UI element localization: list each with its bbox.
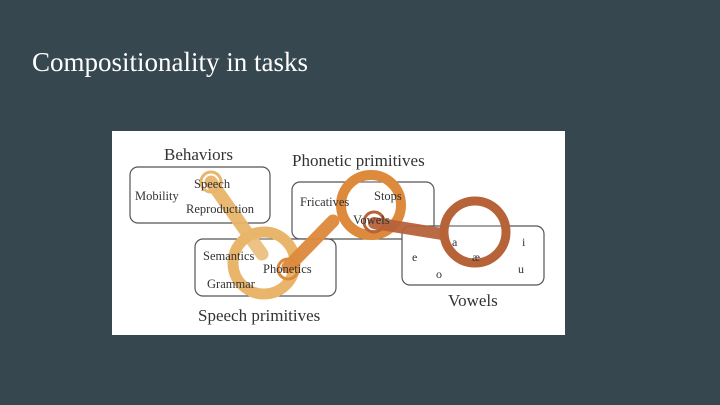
behaviors-heading: Behaviors [164,145,233,164]
vowel-ae: æ [472,250,480,264]
behavior-speech: Speech [194,177,231,191]
vowel-e: e [412,250,417,264]
vowel-i: i [522,235,526,249]
speech-grammar: Grammar [207,277,256,291]
compositionality-diagram: Behaviors Phonetic primitives Speech pri… [129,145,545,325]
vowel-a: a [452,235,458,249]
slide-title: Compositionality in tasks [32,47,309,77]
behavior-reproduction: Reproduction [186,202,255,216]
speech-primitives-heading: Speech primitives [198,306,320,325]
speech-semantics: Semantics [203,249,255,263]
vowel-o: o [436,267,442,281]
speech-phonetics: Phonetics [263,262,312,276]
vowel-u: u [518,262,524,276]
phonetic-vowels: Vowels [353,213,390,227]
behavior-mobility: Mobility [135,189,180,203]
phonetic-stops: Stops [374,189,402,203]
zoom-lens-vowels [362,196,511,268]
diagram-panel: Behaviors Phonetic primitives Speech pri… [112,131,565,335]
phonetic-fricatives: Fricatives [300,195,349,209]
vowels-heading: Vowels [448,291,498,310]
phonetic-primitives-heading: Phonetic primitives [292,151,425,170]
